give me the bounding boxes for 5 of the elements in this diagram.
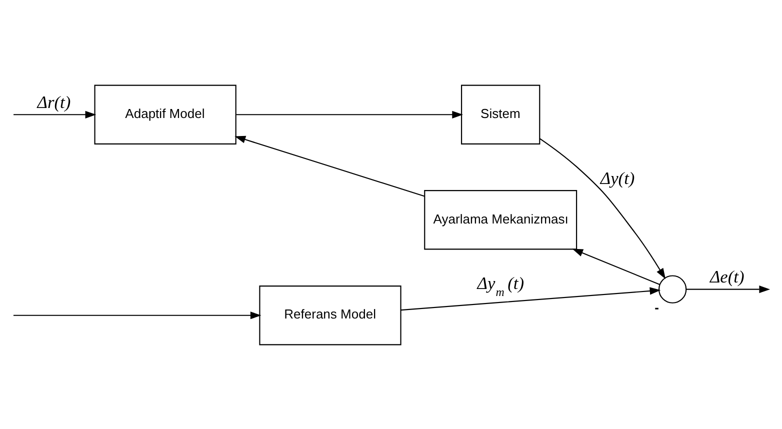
edge-label: Δr(t) (37, 92, 71, 112)
edge-label: Δy$_{m}$(t) (477, 274, 524, 299)
node-label: - (654, 300, 660, 315)
edge-label: Δe(t) (710, 267, 744, 286)
edge-label: Δy(t) (600, 168, 635, 188)
